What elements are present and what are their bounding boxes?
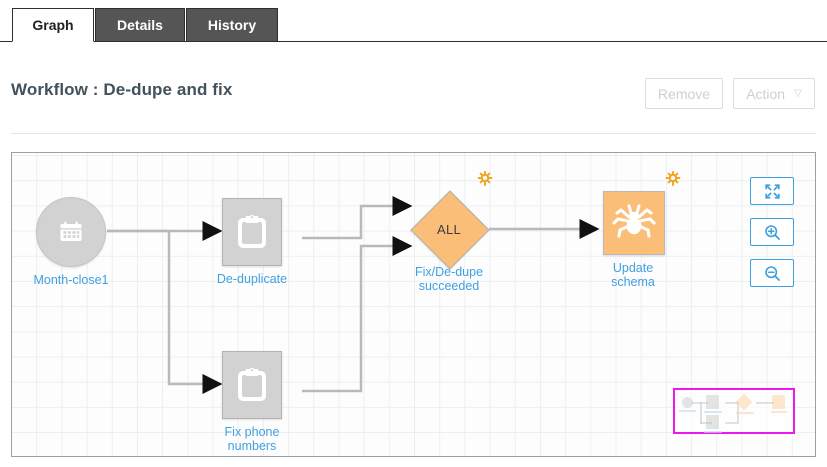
minimap-edge — [725, 422, 737, 424]
minimap-node-fix-phone-numbers — [706, 415, 719, 429]
minimap-node-month-close1 — [682, 397, 693, 408]
tab-graph-label: Graph — [32, 17, 74, 33]
fit-to-screen-button[interactable] — [750, 177, 794, 205]
remove-button-label: Remove — [657, 85, 711, 102]
update-schema-shape[interactable] — [603, 191, 665, 255]
tab-history-label: History — [207, 17, 257, 33]
zoom-in-icon — [764, 224, 780, 240]
minimap-edge — [756, 402, 774, 404]
spider-icon — [612, 204, 656, 238]
minimap-viewport[interactable] — [673, 388, 795, 434]
minimap-edge — [700, 422, 712, 424]
condition-shape[interactable]: ALL — [410, 190, 490, 270]
tab-bar: Graph Details History — [0, 0, 827, 42]
edge-monthclose-fixphone — [107, 229, 223, 394]
clipboard-icon — [238, 367, 266, 401]
action-button-label: Action — [746, 85, 786, 102]
tab-history[interactable]: History — [186, 8, 278, 42]
update-schema-label[interactable]: Update schema — [611, 261, 655, 289]
gear-badge-icon — [477, 170, 493, 187]
edge-fixphone-condition — [302, 236, 413, 393]
minimap-edge — [700, 402, 702, 424]
condition-label[interactable]: Fix/De-dupe succeeded — [414, 265, 484, 293]
de-duplicate-label[interactable]: De-duplicate — [216, 272, 288, 286]
minimap-node-caption — [704, 431, 722, 433]
minimap-node-de-duplicate — [706, 395, 719, 409]
de-duplicate-shape[interactable] — [222, 198, 282, 266]
gear-badge-icon — [665, 170, 681, 187]
zoom-in-button[interactable] — [750, 218, 794, 246]
minimap-edge — [725, 402, 739, 404]
minimap-node-caption — [679, 410, 696, 412]
minimap-node-caption — [704, 411, 722, 413]
fix-phone-numbers-shape[interactable] — [222, 351, 282, 419]
graph-viewport[interactable]: Month-close1 De-duplicate — [12, 153, 815, 456]
graph-node-update-schema[interactable]: Update schema — [603, 170, 681, 289]
graph-node-month-close1[interactable]: Month-close1 — [33, 197, 109, 287]
tab-graph[interactable]: Graph — [12, 8, 94, 42]
minimap-node-caption — [736, 412, 754, 414]
minimap-node-caption — [771, 411, 787, 413]
action-dropdown-button[interactable]: Action ▽ — [733, 78, 815, 109]
zoom-out-icon — [764, 265, 780, 281]
month-close1-shape[interactable] — [36, 197, 106, 267]
page-title: Workflow : De-dupe and fix — [11, 80, 233, 99]
zoom-out-button[interactable] — [750, 259, 794, 287]
header-divider — [11, 133, 816, 134]
tab-details[interactable]: Details — [95, 8, 185, 42]
chevron-down-icon: ▽ — [794, 87, 802, 99]
tab-details-label: Details — [117, 17, 163, 33]
minimap-node-update-schema — [772, 395, 785, 409]
fix-phone-numbers-label[interactable]: Fix phone numbers — [224, 425, 280, 453]
workflow-graph-canvas[interactable]: Month-close1 De-duplicate — [11, 152, 816, 457]
minimap-edge — [737, 404, 739, 424]
graph-edges — [107, 196, 600, 394]
remove-button[interactable]: Remove — [645, 78, 723, 109]
edge-deduplicate-condition — [302, 196, 413, 240]
graph-node-fix-phone-numbers[interactable]: Fix phone numbers — [222, 351, 282, 453]
graph-node-de-duplicate[interactable]: De-duplicate — [217, 198, 287, 286]
calendar-icon — [60, 221, 82, 241]
clipboard-icon — [238, 214, 266, 248]
expand-arrows-icon — [764, 183, 780, 199]
month-close1-label[interactable]: Month-close1 — [33, 273, 109, 287]
condition-mode-text: ALL — [436, 221, 462, 237]
